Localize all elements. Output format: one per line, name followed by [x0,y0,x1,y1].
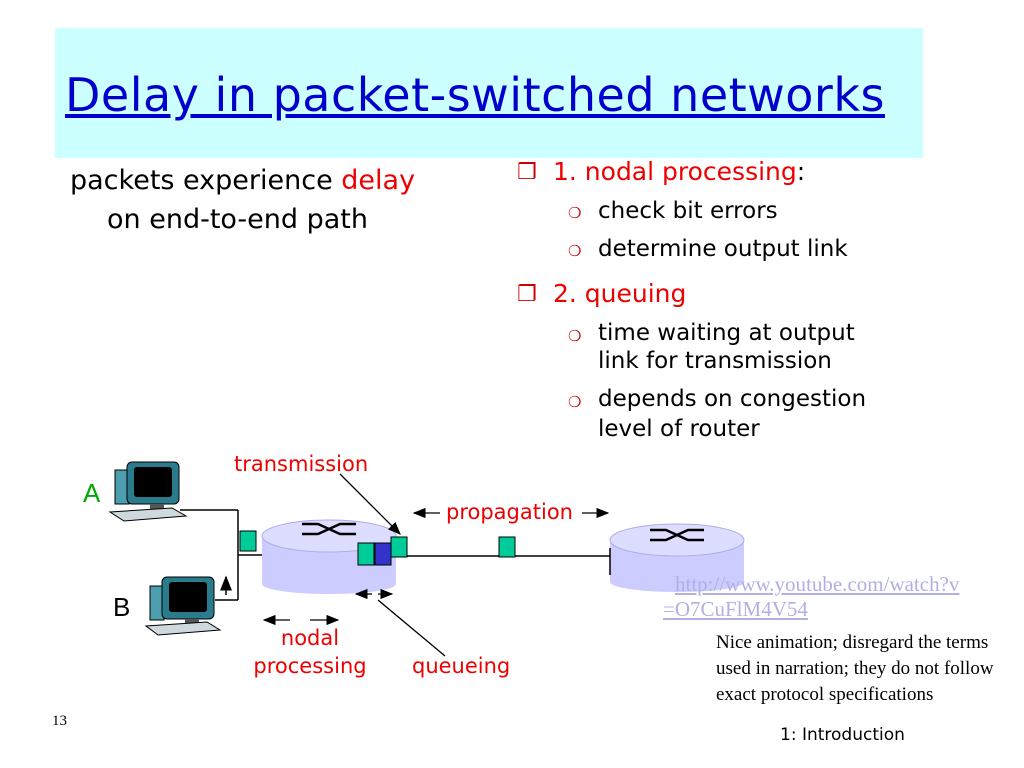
circle-bullet-icon: ❍ [568,204,582,222]
bullet-1-colon: : [796,157,806,186]
transmission-label: transmission [234,452,369,476]
packet-queued-icon [374,542,392,566]
youtube-link-line-2[interactable]: =O7CuFlM4V54 [663,597,808,621]
sub-bullet-congestion-1: depends on congestion [598,386,867,412]
box-bullet-icon: ❒ [517,160,537,185]
youtube-link-line-1[interactable]: http://www.youtube.com/watch?v [675,572,960,596]
host-a-label: A [83,478,101,508]
intro-line-1: packets experience delay [70,165,415,196]
sub-bullet-time-waiting-1: time waiting at output [598,320,855,346]
nodal-line-2: processing [253,654,367,678]
packet-propagating-icon [498,536,516,558]
intro-delay-word: delay [341,165,416,196]
sub-bullet-time-waiting-2: link for transmission [598,348,832,374]
host-b-computer-icon [144,576,222,636]
nodal-line-1: nodal [280,626,340,650]
host-b-label: B [113,592,131,622]
nodal-processing-label: nodal processing [248,626,372,678]
queueing-label: queueing [412,654,511,678]
host-a-computer-icon [108,461,188,522]
queueing-pointer-line [377,599,446,657]
intro-line-2: on end-to-end path [107,204,368,235]
sub-bullet-determine-output-link: determine output link [598,236,848,262]
packet-icon [239,530,257,552]
circle-bullet-icon: ❍ [568,327,582,345]
sub-bullet-congestion-2: level of router [598,416,760,442]
box-bullet-icon: ❒ [517,282,537,307]
router-right-icon [609,523,745,592]
transmission-pointer-arrow [339,473,401,535]
packet-queued-icon [357,542,375,566]
footer-chapter: 1: Introduction [780,725,905,745]
page-number: 13 [52,713,67,729]
circle-bullet-icon: ❍ [568,393,582,411]
bullet-1-label: 1. nodal processing [553,157,797,186]
animation-note: Nice animation; disregard the terms used… [716,632,994,705]
propagation-label: propagation [446,500,573,524]
bullet-nodal-processing: 1. nodal processing: [553,157,805,186]
intro-prefix: packets experience [70,165,342,196]
bullet-queuing: 2. queuing [553,279,687,308]
circle-bullet-icon: ❍ [568,242,582,260]
sub-bullet-check-bit-errors: check bit errors [598,198,778,224]
slide-title: Delay in packet-switched networks [65,68,885,122]
packet-transmitting-icon [390,536,408,558]
youtube-link[interactable]: http://www.youtube.com/watch?v =O7CuFlM4… [663,572,959,622]
title-band [55,28,923,158]
